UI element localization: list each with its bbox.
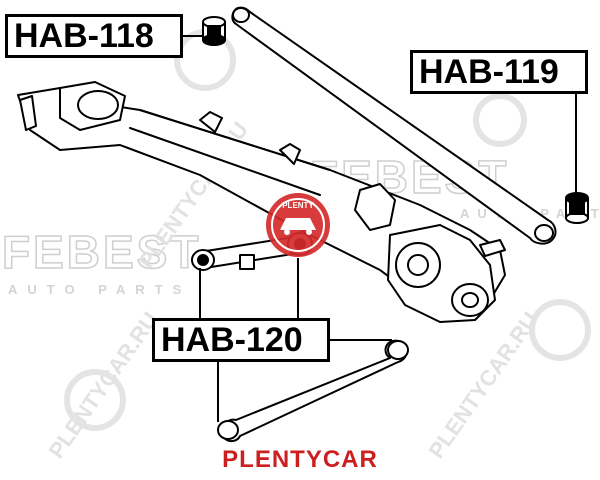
label-hab-118: HAB-118 [5,14,183,58]
bushing-hab-118 [202,16,226,46]
watermark-sub-left: AUTO PARTS [8,282,191,297]
watermark-site-diag-2: PLENTYCAR.RU [424,307,543,463]
watermark-brand-left: FEBEST [2,226,201,278]
rear-axle-beam [17,81,506,323]
plenty-badge: PLENTY [266,193,330,257]
plenty-badge-text: PLENTY [282,201,314,210]
footer-brand: PLENTYCAR [222,446,378,473]
lower-link-rod [217,339,409,442]
watermark-site-diag-3: PLENTYCAR.RU [44,307,163,463]
label-hab-119: HAB-119 [410,50,588,94]
upper-link-rod [231,6,557,245]
bushing-hab-119 [565,192,589,224]
label-hab-120: HAB-120 [152,318,330,362]
